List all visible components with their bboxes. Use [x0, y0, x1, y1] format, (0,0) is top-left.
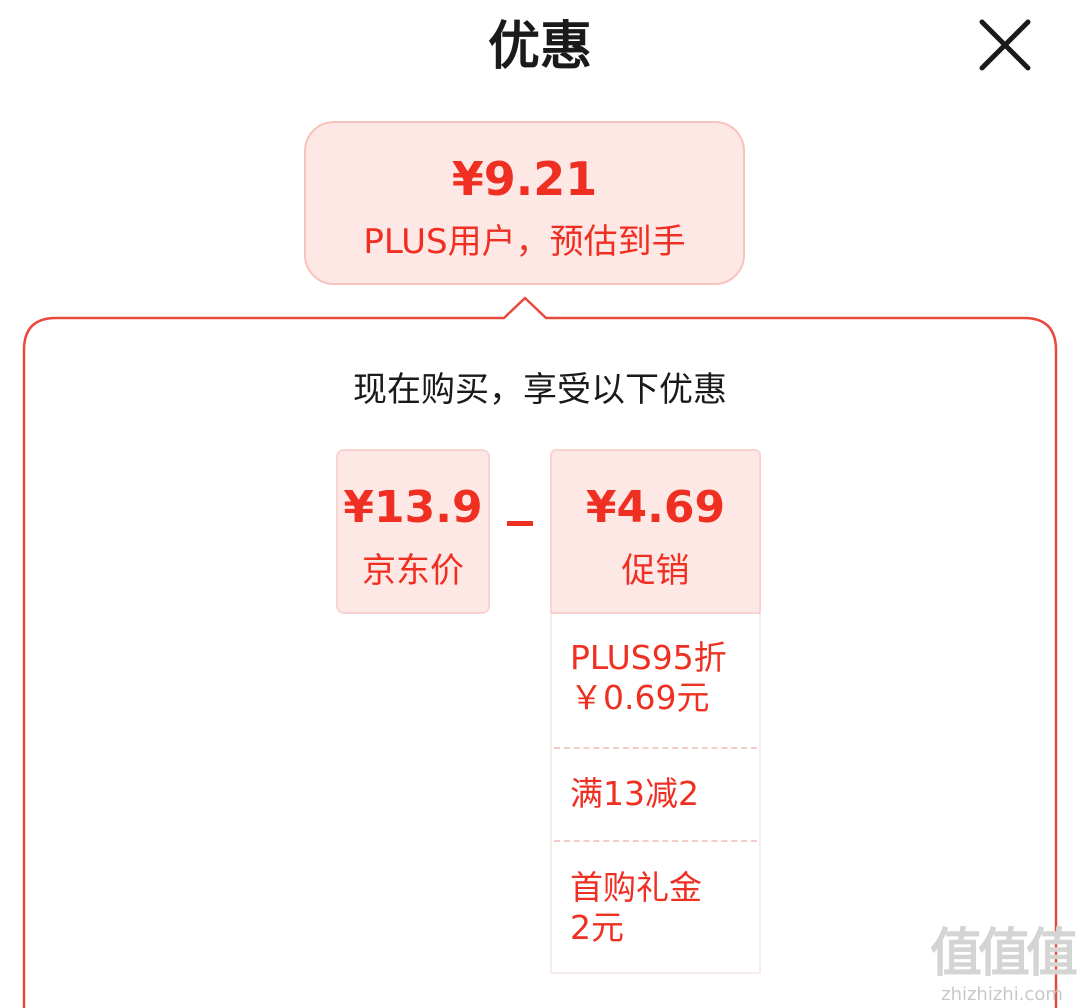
breakdown-subtitle: 现在购买，享受以下优惠: [353, 370, 727, 410]
promotion-item-value: 2元: [570, 908, 624, 947]
promotion-item-title: PLUS95折: [570, 638, 727, 677]
dashed-divider: [554, 747, 757, 749]
close-button[interactable]: [976, 16, 1034, 74]
minus-operator: [507, 521, 533, 526]
promotion-box: ¥4.69 促销: [550, 449, 761, 614]
estimated-price-label: PLUS用户，预估到手: [363, 222, 686, 262]
promotion-label: 促销: [621, 551, 690, 591]
promotion-item-title: 满13减2: [570, 774, 699, 813]
watermark-glyphs: 值值值: [929, 924, 1078, 984]
watermark-domain: zhizhizhi.com: [941, 984, 1063, 1005]
jd-price-amount: ¥13.9: [343, 482, 483, 533]
promotion-detail-list: PLUS95折 ￥0.69元 满13减2 首购礼金 2元: [550, 614, 761, 974]
promotion-item-first-purchase-gift: 首购礼金 2元: [552, 868, 759, 948]
estimated-price-card: ¥9.21 PLUS用户，预估到手: [304, 121, 745, 285]
estimated-price: ¥9.21: [451, 152, 598, 206]
jd-price-box: ¥13.9 京东价: [336, 449, 490, 614]
promotion-amount: ¥4.69: [585, 482, 726, 533]
close-icon: [979, 19, 1031, 71]
promotion-item-plus-discount: PLUS95折 ￥0.69元: [552, 638, 759, 718]
promotion-item-title: 首购礼金: [570, 868, 702, 907]
jd-price-label: 京东价: [362, 551, 464, 591]
watermark-logo: 值值值 zhizhizhi.com: [928, 924, 1078, 1008]
dashed-divider: [554, 840, 757, 842]
page-title: 优惠: [487, 17, 592, 77]
promotion-item-full-reduction: 满13减2: [552, 774, 759, 814]
promotion-item-value: ￥0.69元: [570, 678, 710, 717]
